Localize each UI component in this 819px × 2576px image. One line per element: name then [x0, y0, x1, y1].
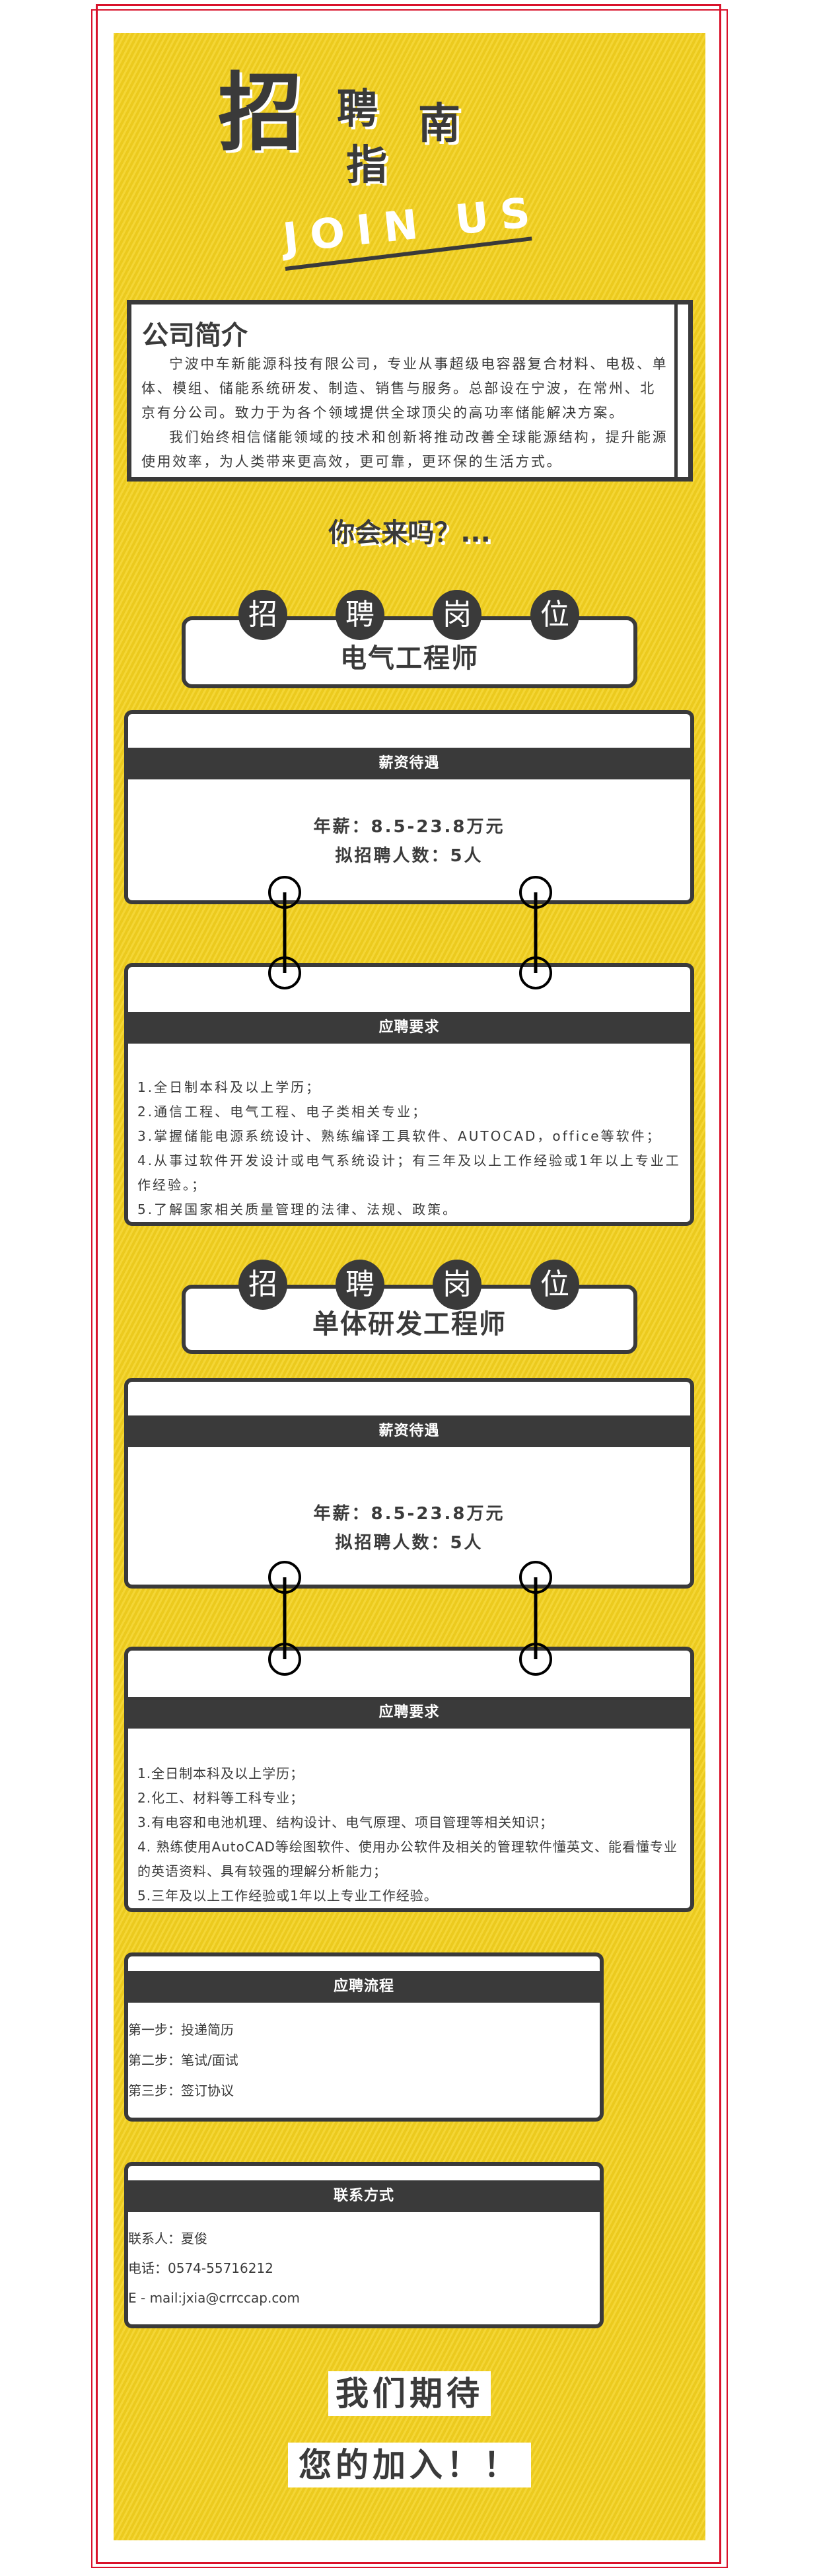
requirements-card: 应聘要求 1.全日制本科及以上学历； 2.化工、材料等工科专业； 3.有电容和电… [124, 1647, 694, 1912]
question-heading: 你会来吗？... [328, 518, 491, 548]
badge-char: 岗 [433, 1260, 481, 1310]
requirements-header: 应聘要求 [128, 1697, 690, 1729]
process-step: 第三步：签订协议 [128, 2083, 234, 2098]
decorative-frame-outer [91, 9, 728, 2568]
decorative-frame-inner [96, 4, 721, 2564]
company-paragraph: 宁波中车新能源科技有限公司，专业从事超级电容器复合材料、电极、单体、模组、储能系… [141, 356, 668, 421]
requirement-item: 2.通信工程、电气工程、电子类相关专业； [137, 1104, 428, 1120]
requirement-item: 2.化工、材料等工科专业； [137, 1790, 304, 1806]
contact-email[interactable]: E - mail:jxia@crrccap.com [128, 2290, 301, 2306]
contact-details: 联系人：夏俊 电话：0574-55716212 E - mail:jxia@cr… [128, 2224, 300, 2313]
badge-char: 聘 [336, 1260, 384, 1310]
title-char-nan: 南 [418, 100, 460, 149]
process-step: 第一步：投递简历 [128, 2022, 234, 2038]
salary-header: 薪资待遇 [128, 748, 690, 779]
headcount-text: 拟招聘人数：5人 [335, 1533, 483, 1553]
requirement-item: 5.三年及以上工作经验或1年以上专业工作经验。 [137, 1888, 438, 1904]
requirement-item: 4. 熟练使用AutoCAD等绘图软件、使用办公软件及相关的管理软件懂英文、能看… [137, 1839, 678, 1879]
title-char-zhi: 指 [346, 141, 388, 189]
salary-header: 薪资待遇 [128, 1415, 690, 1447]
badge-char: 位 [530, 590, 579, 640]
salary-card: 薪资待遇 年薪：8.5-23.8万元 拟招聘人数：5人 [124, 710, 694, 904]
requirement-item: 4.从事过软件开发设计或电气系统设计；有三年及以上工作经验或1年以上专业工作经验… [137, 1153, 681, 1193]
badge-char: 聘 [336, 590, 384, 640]
company-intro-title: 公司简介 [142, 320, 248, 351]
title-char-zhao: 招 [218, 64, 303, 162]
headcount-text: 拟招聘人数：5人 [335, 846, 483, 866]
requirements-card: 应聘要求 1.全日制本科及以上学历； 2.通信工程、电气工程、电子类相关专业； … [124, 963, 694, 1226]
requirement-item: 5.了解国家相关质量管理的法律、法规、政策。 [137, 1201, 458, 1217]
company-intro-body: 宁波中车新能源科技有限公司，专业从事超级电容器复合材料、电极、单体、模组、储能系… [141, 352, 670, 474]
company-intro-box: 公司简介 宁波中车新能源科技有限公司，专业从事超级电容器复合材料、电极、单体、模… [127, 300, 693, 482]
requirement-item: 3.有电容和电池机理、结构设计、电气原理、项目管理等相关知识； [137, 1814, 554, 1830]
company-paragraph: 我们始终相信储能领域的技术和创新将推动改善全球能源结构，提升能源使用效率，为人类… [141, 429, 668, 470]
badge-char: 岗 [433, 590, 481, 640]
contact-header: 联系方式 [128, 2180, 600, 2212]
salary-text: 年薪：8.5-23.8万元 [313, 1504, 505, 1524]
requirement-item: 1.全日制本科及以上学历； [137, 1766, 304, 1781]
salary-card: 薪资待遇 年薪：8.5-23.8万元 拟招聘人数：5人 [124, 1378, 694, 1589]
contact-phone: 电话：0574-55716212 [128, 2260, 273, 2276]
process-steps: 第一步：投递简历 第二步：笔试/面试 第三步：签订协议 [128, 2015, 238, 2106]
process-card: 应聘流程 第一步：投递简历 第二步：笔试/面试 第三步：签订协议 [124, 1952, 604, 2122]
position-title: 电气工程师 [340, 643, 479, 674]
position-title: 单体研发工程师 [312, 1309, 507, 1340]
process-header: 应聘流程 [128, 1971, 600, 2003]
contact-card: 联系方式 联系人：夏俊 电话：0574-55716212 E - mail:jx… [124, 2162, 604, 2328]
requirement-item: 3.掌握储能电源系统设计、熟练编译工具软件、AUTOCAD，office等软件； [137, 1128, 662, 1144]
badge-char: 位 [530, 1260, 579, 1310]
contact-person: 联系人：夏俊 [128, 2231, 207, 2246]
closing-line-2: 您的加入！！ [288, 2443, 531, 2487]
closing-line-1: 我们期待 [328, 2371, 491, 2416]
badge-char: 招 [238, 590, 287, 640]
badge-char: 招 [238, 1260, 287, 1310]
requirement-item: 1.全日制本科及以上学历； [137, 1079, 322, 1095]
title-char-pin: 聘 [337, 85, 378, 133]
requirements-list: 1.全日制本科及以上学历； 2.通信工程、电气工程、电子类相关专业； 3.掌握储… [137, 1075, 686, 1222]
requirements-header: 应聘要求 [128, 1012, 690, 1044]
requirements-list: 1.全日制本科及以上学历； 2.化工、材料等工科专业； 3.有电容和电池机理、结… [137, 1762, 686, 1908]
salary-text: 年薪：8.5-23.8万元 [313, 817, 505, 837]
process-step: 第二步：笔试/面试 [128, 2052, 238, 2068]
box-decor-line [674, 304, 678, 477]
